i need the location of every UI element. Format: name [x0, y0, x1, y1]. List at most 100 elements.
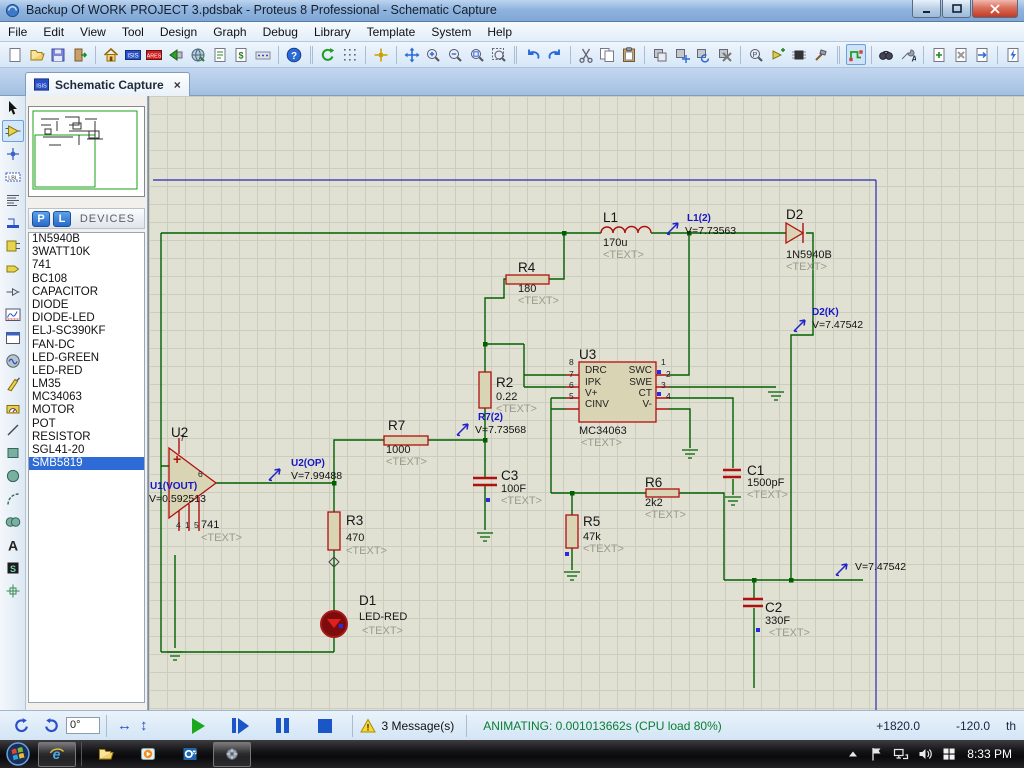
new-sheet-icon[interactable]: [929, 44, 949, 65]
opamp-U2[interactable]: [168, 446, 218, 520]
library-manager-button[interactable]: L: [53, 210, 71, 227]
save-project-icon[interactable]: [49, 44, 69, 65]
title-bar[interactable]: Backup Of WORK PROJECT 3.pdsbak - Proteu…: [0, 0, 1024, 22]
menu-edit[interactable]: Edit: [43, 24, 65, 39]
device-item-sgl41-20[interactable]: SGL41-20: [32, 444, 85, 456]
circle-mode-icon[interactable]: [2, 465, 24, 487]
marker-mode-icon[interactable]: [2, 580, 24, 602]
generator-mode-icon[interactable]: [2, 350, 24, 372]
device-item-fan-dc[interactable]: FAN-DC: [32, 338, 75, 351]
tab-schematic-capture[interactable]: ISIS Schematic Capture ×: [25, 72, 190, 96]
device-item-led-green[interactable]: LED-GREEN: [32, 351, 100, 364]
block-move-icon[interactable]: [672, 44, 692, 65]
pcb-layout-icon[interactable]: ARES: [144, 44, 164, 65]
pan-icon[interactable]: [402, 44, 422, 65]
ic-U3-MC34063[interactable]: [578, 361, 657, 423]
device-item-741[interactable]: 741: [32, 259, 52, 272]
diode-D2[interactable]: [785, 221, 805, 245]
resistor-R6[interactable]: [645, 488, 680, 498]
menu-help[interactable]: Help: [487, 24, 513, 39]
open-project-icon[interactable]: [27, 44, 47, 65]
search-tag-icon[interactable]: [877, 44, 897, 65]
action-center-icon[interactable]: [868, 745, 886, 763]
resistor-R3[interactable]: [327, 511, 341, 551]
menu-template[interactable]: Template: [366, 24, 416, 39]
current-probe-mode-icon[interactable]: [2, 396, 24, 418]
help-icon[interactable]: ?: [284, 44, 304, 65]
resistor-R4[interactable]: [505, 274, 550, 285]
arc-mode-icon[interactable]: [2, 488, 24, 510]
zoom-in-icon[interactable]: [423, 44, 443, 65]
wire-autorouter-icon[interactable]: [845, 44, 866, 65]
resistor-R5[interactable]: [565, 514, 579, 549]
device-item-3watt10k[interactable]: 3WATT10K: [32, 246, 91, 259]
component-mode-icon[interactable]: [1, 120, 24, 142]
play-button[interactable]: [182, 716, 216, 736]
toggle-grid-icon[interactable]: [340, 44, 360, 65]
resistor-R7[interactable]: [383, 435, 429, 446]
capacitor-plates[interactable]: [473, 468, 763, 608]
home-icon[interactable]: [101, 44, 121, 65]
subcircuit-mode-icon[interactable]: [2, 235, 24, 257]
maximize-button[interactable]: [942, 0, 971, 18]
warning-icon[interactable]: !: [359, 717, 377, 734]
decompose-icon[interactable]: [811, 44, 831, 65]
minimize-button[interactable]: [912, 0, 941, 18]
bus-mode-icon[interactable]: [2, 212, 24, 234]
voltage-probe-arrow[interactable]: [268, 222, 848, 577]
terminal-mode-icon[interactable]: [2, 258, 24, 280]
goto-sheet-icon[interactable]: [973, 44, 993, 65]
make-device-icon[interactable]: [768, 44, 788, 65]
bill-of-materials-icon[interactable]: $: [231, 44, 251, 65]
path-mode-icon[interactable]: [2, 511, 24, 533]
undo-icon[interactable]: [523, 44, 543, 65]
design-explorer-icon[interactable]: [210, 44, 230, 65]
media-player-taskbar-button[interactable]: [129, 742, 167, 767]
block-copy-icon[interactable]: [650, 44, 670, 65]
voltage-probe-mode-icon[interactable]: [2, 373, 24, 395]
component-view-icon[interactable]: [166, 44, 186, 65]
close-button[interactable]: [972, 0, 1018, 18]
proteus-window-taskbar-button[interactable]: [213, 741, 251, 767]
pause-button[interactable]: [266, 716, 300, 736]
tray-expand-icon[interactable]: [844, 745, 862, 763]
block-delete-icon[interactable]: [715, 44, 735, 65]
paste-icon[interactable]: [619, 44, 639, 65]
taskbar-clock[interactable]: 8:33 PM: [967, 747, 1012, 761]
device-item-capacitor[interactable]: CAPACITOR: [32, 285, 99, 298]
junction-dot-mode-icon[interactable]: [2, 143, 24, 165]
message-count[interactable]: 3 Message(s): [381, 718, 455, 733]
inductor-L1[interactable]: [600, 225, 652, 234]
system-info-icon[interactable]: [253, 44, 273, 65]
step-button[interactable]: [224, 716, 258, 736]
start-button[interactable]: [2, 742, 34, 767]
property-assignment-icon[interactable]: A: [898, 44, 918, 65]
device-item-resistor[interactable]: RESISTOR: [32, 430, 91, 443]
origin-icon[interactable]: [371, 44, 391, 65]
remove-sheet-icon[interactable]: [951, 44, 971, 65]
device-item-diode-led[interactable]: DIODE-LED: [32, 312, 95, 325]
file-explorer-taskbar-button[interactable]: [87, 742, 125, 767]
schematic-capture-icon[interactable]: ISIS: [123, 44, 143, 65]
redraw-icon[interactable]: [319, 44, 339, 65]
rotate-clockwise-button[interactable]: [10, 716, 32, 736]
zoom-out-icon[interactable]: [445, 44, 465, 65]
windows-update-icon[interactable]: [940, 745, 958, 763]
world-icon[interactable]: [188, 44, 208, 65]
menu-file[interactable]: File: [8, 24, 28, 39]
menu-design[interactable]: Design: [159, 24, 198, 39]
menu-system[interactable]: System: [431, 24, 472, 39]
device-item-diode[interactable]: DIODE: [32, 298, 69, 311]
device-item-pot[interactable]: POT: [32, 417, 56, 430]
resistor-R2[interactable]: [478, 371, 492, 409]
mirror-horizontal-button[interactable]: ↔: [117, 717, 132, 734]
pick-devices-button[interactable]: P: [32, 210, 50, 227]
zoom-area-icon[interactable]: [489, 44, 509, 65]
stop-button[interactable]: [308, 716, 342, 736]
device-item-mc34063[interactable]: MC34063: [32, 391, 82, 404]
device-item-elj-sc390kf[interactable]: ELJ-SC390KF: [32, 325, 106, 338]
menu-tool[interactable]: Tool: [121, 24, 144, 39]
line-mode-icon[interactable]: [2, 419, 24, 441]
